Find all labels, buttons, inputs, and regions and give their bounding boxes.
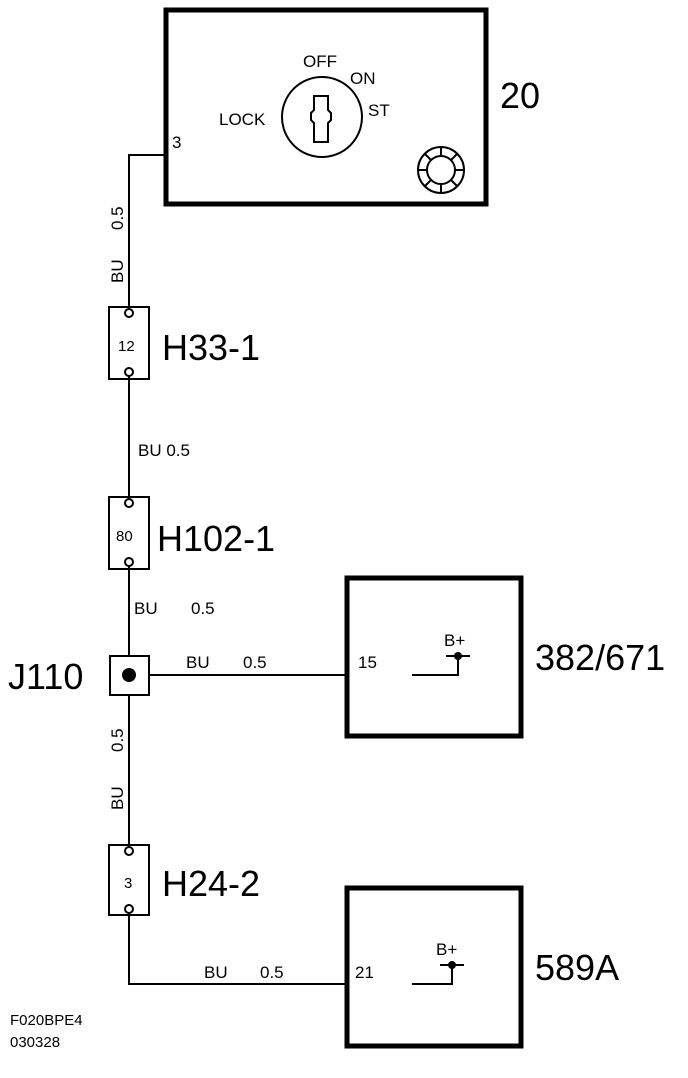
- connector-h102: 80: [108, 496, 150, 570]
- connector-h102-id: H102-1: [157, 518, 275, 559]
- junction-j110: [109, 655, 150, 696]
- module-589-id: 589A: [535, 947, 619, 988]
- wire1-color: BU: [108, 259, 127, 283]
- switch-pin: 3: [172, 133, 181, 152]
- module-382-supply: B+: [444, 631, 465, 650]
- wire3-color: BU: [134, 599, 158, 618]
- wire4-size: 0.5: [243, 653, 267, 672]
- connector-h24: 3: [108, 844, 150, 916]
- connector-h102-pin: 80: [116, 528, 133, 545]
- wire6-size: 0.5: [260, 963, 284, 982]
- footer-code: F020BPE4: [10, 1012, 83, 1029]
- wire6-color: BU: [204, 963, 228, 982]
- module-382-pin: 15: [358, 653, 377, 672]
- key-slot-icon: [310, 95, 332, 143]
- module-589-pin: 21: [355, 963, 374, 982]
- wire1-size: 0.5: [108, 206, 127, 230]
- module-382-node-icon: [454, 652, 462, 660]
- ignition-switch-id: 20: [500, 75, 540, 116]
- wire3-size: 0.5: [191, 599, 215, 618]
- wire5-size: 0.5: [108, 728, 127, 752]
- module-382-671: 15 B+: [344, 575, 524, 739]
- wire-switch-to-h33: [128, 154, 166, 312]
- connector-h24-pin: 3: [124, 875, 132, 892]
- switch-position-off: OFF: [303, 52, 337, 71]
- connector-h33: 12: [108, 306, 150, 380]
- connector-h24-id: H24-2: [162, 863, 260, 904]
- switch-position-start: ST: [368, 101, 390, 120]
- ignition-switch: OFF ON ST LOCK 3: [163, 7, 489, 207]
- wire4-color: BU: [186, 653, 210, 672]
- wire-h24-to-589: [128, 913, 410, 985]
- module-382-internal-wire: [412, 656, 459, 676]
- module-589-internal-wire: [412, 965, 453, 985]
- connector-h33-pin: 12: [118, 338, 135, 355]
- wire2-label: BU 0.5: [138, 441, 190, 460]
- switch-position-on: ON: [350, 69, 376, 88]
- module-382-id: 382/671: [535, 637, 665, 678]
- illumination-ring-icon: [417, 146, 465, 194]
- junction-id: J110: [8, 656, 83, 697]
- module-589-node-icon: [448, 961, 456, 969]
- module-589-supply: B+: [436, 940, 457, 959]
- footer-date: 030328: [10, 1034, 60, 1051]
- wire5-color: BU: [108, 786, 127, 810]
- connector-h33-id: H33-1: [162, 327, 260, 368]
- module-589a: 21 B+: [344, 885, 524, 1049]
- switch-position-lock: LOCK: [219, 110, 266, 129]
